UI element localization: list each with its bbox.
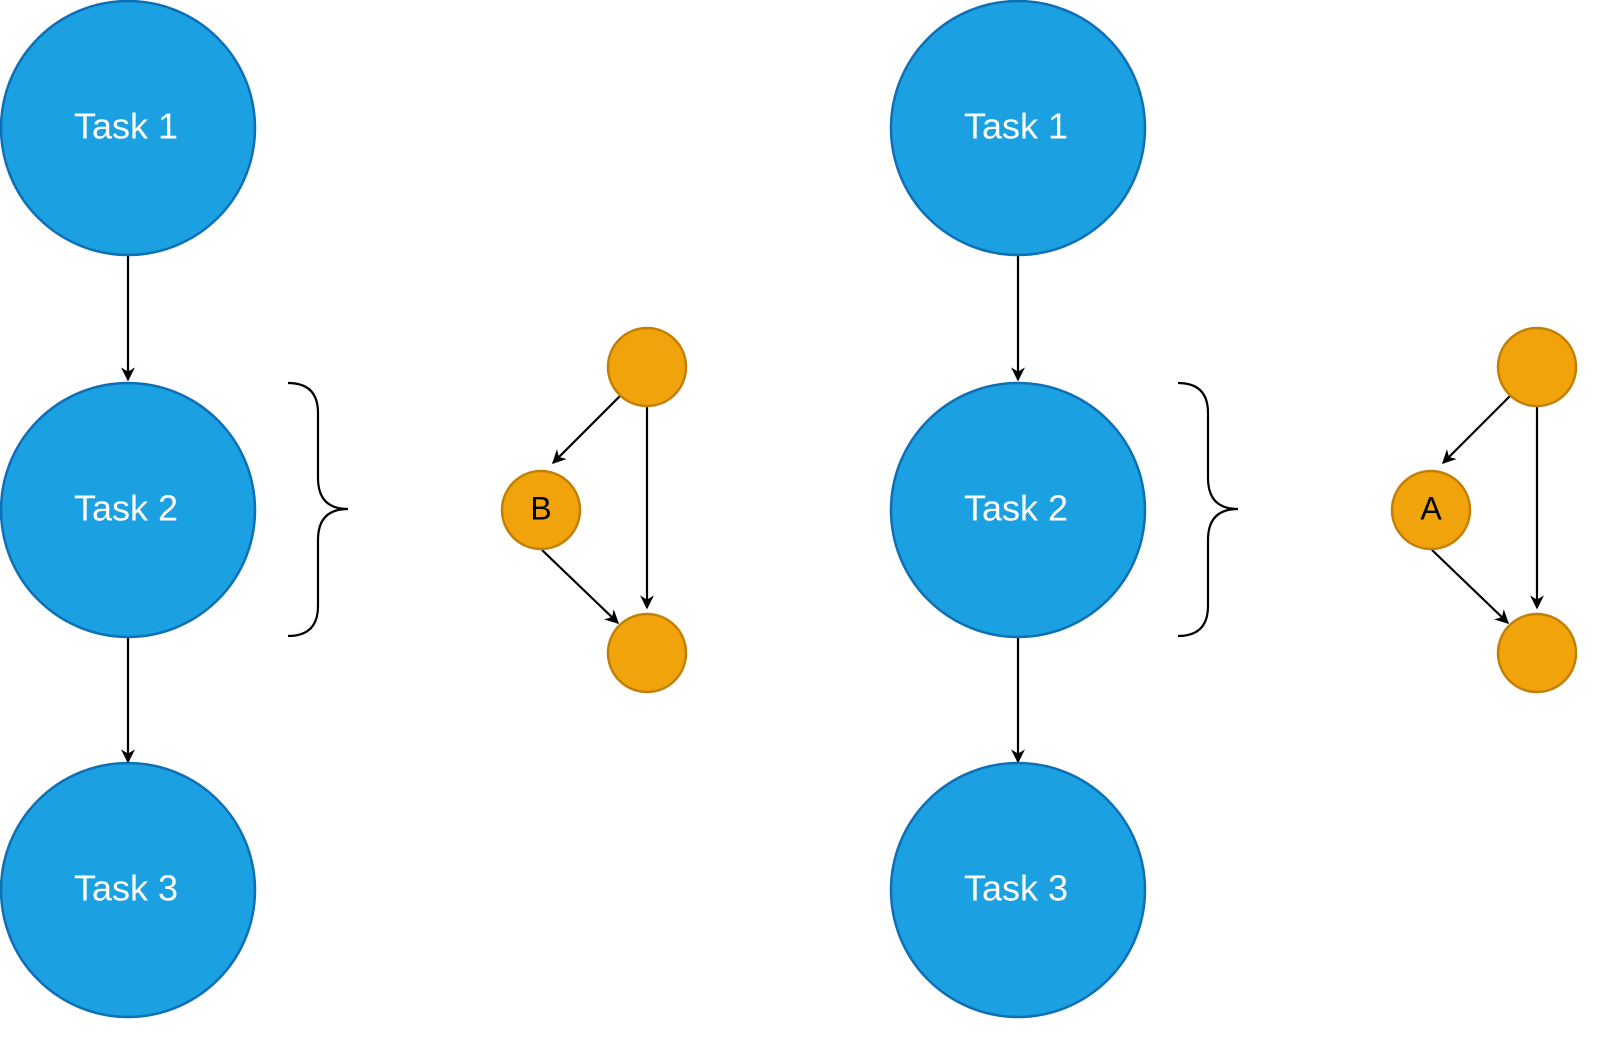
edge-middle-to-bottom <box>541 549 620 624</box>
task-node-label: Task 1 <box>74 106 178 147</box>
subtask-node-top[interactable] <box>606 326 688 408</box>
task-node-label: Task 2 <box>74 488 178 529</box>
edge-top-to-middle <box>552 395 621 464</box>
subtask-node-label: B <box>530 490 551 526</box>
subtask-node-middle[interactable]: B <box>500 469 582 551</box>
panel-left: Task 1 Task 2 Task 3 B <box>0 0 688 1019</box>
task-node-1[interactable]: Task 1 <box>0 0 257 257</box>
subtask-node-bottom[interactable] <box>606 612 688 694</box>
task-node-label: Task 3 <box>964 868 1068 909</box>
task-node-3[interactable]: Task 3 <box>0 761 257 1019</box>
curly-brace <box>287 381 349 638</box>
subtask-node-top[interactable] <box>1496 326 1578 408</box>
subgraph: B <box>500 326 688 694</box>
task-node-2[interactable]: Task 2 <box>0 381 257 639</box>
panel-right: Task 1 Task 2 Task 3 A <box>889 0 1578 1019</box>
subtask-node-label: A <box>1420 490 1442 526</box>
task-node-2[interactable]: Task 2 <box>889 381 1147 639</box>
edge-middle-to-bottom <box>1431 549 1510 624</box>
subgraph: A <box>1390 326 1578 694</box>
task-node-label: Task 1 <box>964 106 1068 147</box>
task-node-1[interactable]: Task 1 <box>889 0 1147 257</box>
task-node-3[interactable]: Task 3 <box>889 761 1147 1019</box>
subtask-node-bottom[interactable] <box>1496 612 1578 694</box>
curly-brace <box>1177 381 1239 638</box>
subtask-node-middle[interactable]: A <box>1390 469 1472 551</box>
edge-top-to-middle <box>1442 395 1511 464</box>
task-node-label: Task 2 <box>964 488 1068 529</box>
task-node-label: Task 3 <box>74 868 178 909</box>
